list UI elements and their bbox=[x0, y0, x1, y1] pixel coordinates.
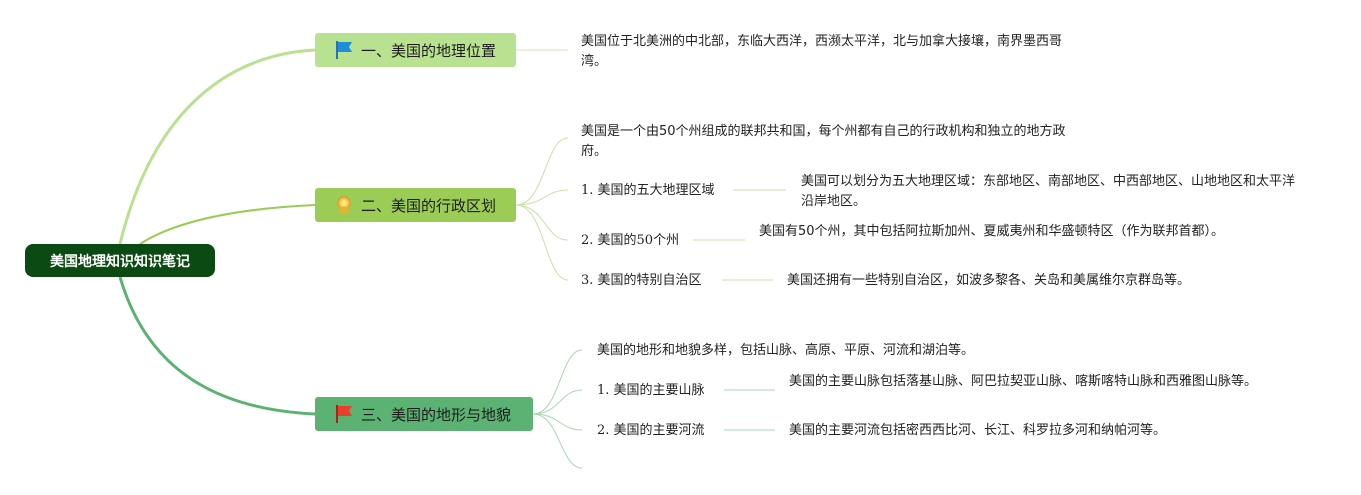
branch-terrain-landforms[interactable]: 三、美国的地形与地貌 bbox=[315, 397, 533, 431]
branch2-to-note-line bbox=[515, 137, 569, 206]
sub-main-rivers[interactable]: 2. 美国的主要河流 bbox=[597, 423, 705, 438]
sub-fifty-states-detail: 美国有50个州，其中包括阿拉斯加州、夏威夷州和华盛顿特区（作为联邦首都）。 bbox=[759, 224, 1225, 239]
sub-special-territories[interactable]: 3. 美国的特别自治区 bbox=[581, 273, 702, 288]
sub-special-territories-detail: 美国还拥有一些特别自治区，如波多黎各、关岛和美属维尔京群岛等。 bbox=[787, 273, 1191, 288]
branch-title: 三、美国的地形与地貌 bbox=[361, 405, 512, 424]
blue-flag-icon bbox=[333, 39, 355, 61]
award-medal-icon bbox=[333, 194, 355, 216]
branch3-to-extra-line bbox=[532, 413, 583, 469]
branch3-to-sub2-line bbox=[532, 413, 583, 431]
branch3-to-sub1-line bbox=[532, 389, 583, 415]
branch2-to-sub1-line bbox=[515, 189, 569, 206]
sub-five-regions[interactable]: 1. 美国的五大地理区域 bbox=[581, 183, 715, 198]
branch-geographic-location[interactable]: 一、美国的地理位置 bbox=[315, 33, 516, 67]
red-flag-icon bbox=[333, 403, 355, 425]
root-to-branch2-line bbox=[139, 204, 316, 245]
branch-administrative-division[interactable]: 二、美国的行政区划 bbox=[315, 188, 516, 222]
root-to-branch3-line bbox=[118, 276, 316, 416]
sub-five-regions-detail: 美国可以划分为五大地理区域：东部地区、南部地区、中西部地区、山地地区和太平洋沿岸… bbox=[801, 174, 1296, 209]
sub-fifty-states[interactable]: 2. 美国的50个州 bbox=[581, 233, 680, 248]
root-label: 美国地理知识知识笔记 bbox=[50, 253, 190, 270]
branch-title: 二、美国的行政区划 bbox=[361, 196, 497, 215]
branch-title: 一、美国的地理位置 bbox=[361, 41, 497, 60]
root-node[interactable]: 美国地理知识知识笔记 bbox=[25, 244, 215, 277]
sub-main-mountains-detail: 美国的主要山脉包括落基山脉、阿巴拉契亚山脉、喀斯喀特山脉和西雅图山脉等。 bbox=[789, 374, 1258, 389]
branch2-to-sub2-line bbox=[515, 204, 569, 241]
sub-main-rivers-detail: 美国的主要河流包括密西西比河、长江、科罗拉多河和纳帕河等。 bbox=[789, 423, 1167, 438]
branch3-note: 美国的地形和地貌多样，包括山脉、高原、平原、河流和湖泊等。 bbox=[597, 343, 975, 358]
root-to-branch1-line bbox=[118, 48, 316, 245]
sub-main-mountains[interactable]: 1. 美国的主要山脉 bbox=[597, 383, 705, 398]
branch1-note: 美国位于北美洲的中北部，东临大西洋，西濒太平洋，北与加拿大接壤，南界墨西哥湾。 bbox=[581, 34, 1063, 69]
branch2-note: 美国是一个由50个州组成的联邦共和国，每个州都有自己的行政机构和独立的地方政府。 bbox=[581, 124, 1066, 159]
branch3-to-note-line bbox=[532, 349, 583, 415]
branch2-to-sub3-line bbox=[515, 204, 569, 281]
